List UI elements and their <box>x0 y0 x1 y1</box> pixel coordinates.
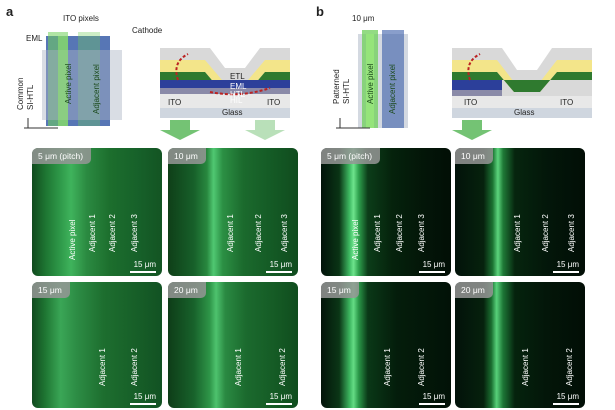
glass-label-b: Glass <box>514 108 535 117</box>
active-pixel-label-a: Active pixel <box>64 63 73 104</box>
patterned-label: Patterned <box>332 69 341 104</box>
micrograph-common-15um: 15 μm Adjacent 1 Adjacent 2 15 μm <box>32 282 162 408</box>
panel-a-top-view-schematic <box>24 32 122 129</box>
label-adjacent-3: Adjacent 3 <box>280 214 289 252</box>
micrograph-patterned-5um: 5 μm (pitch) Active pixel Adjacent 1 Adj… <box>321 148 451 276</box>
label-adjacent-2: Adjacent 2 <box>130 348 139 386</box>
label-active-pixel: Active pixel <box>68 219 77 260</box>
pitch-badge: 10 μm <box>168 148 206 164</box>
pitch-badge: 15 μm <box>321 282 359 298</box>
label-adjacent-1: Adjacent 1 <box>513 214 522 252</box>
scale-bar <box>553 271 579 273</box>
label-adjacent-2: Adjacent 2 <box>395 214 404 252</box>
adjacent-pixel-label-a: Adjacent pixel <box>92 64 101 114</box>
label-adjacent-2: Adjacent 2 <box>278 348 287 386</box>
micrograph-common-20um: 20 μm Adjacent 1 Adjacent 2 15 μm <box>168 282 298 408</box>
scale-bar-label: 15 μm <box>133 392 156 401</box>
panel-a-cross-section <box>160 48 290 140</box>
pitch-badge: 20 μm <box>168 282 206 298</box>
etl-label: ETL <box>230 72 245 81</box>
scale-bar <box>130 403 156 405</box>
cathode-label: Cathode <box>132 26 163 35</box>
label-adjacent-1: Adjacent 1 <box>521 348 530 386</box>
label-adjacent-3: Adjacent 3 <box>130 214 139 252</box>
label-adjacent-3: Adjacent 3 <box>567 214 576 252</box>
scale-bar <box>266 271 292 273</box>
ito-right-label-b: ITO <box>560 98 574 107</box>
hil-label: HIL <box>230 96 243 105</box>
label-adjacent-2: Adjacent 2 <box>541 214 550 252</box>
label-adjacent-1: Adjacent 1 <box>226 214 235 252</box>
si-htl-label-b: SI-HTL <box>342 78 351 104</box>
ito-left-label-b: ITO <box>464 98 478 107</box>
label-adjacent-1: Adjacent 1 <box>234 348 243 386</box>
common-label: Common <box>16 77 25 110</box>
label-adjacent-2: Adjacent 2 <box>254 214 263 252</box>
scale-bar-label: 15 μm <box>556 392 579 401</box>
eml-label: EML <box>26 34 43 43</box>
panel-a-letter: a <box>6 4 14 19</box>
label-adjacent-1: Adjacent 1 <box>98 348 107 386</box>
scale-bar-label: 15 μm <box>422 260 445 269</box>
scale-bar <box>266 403 292 405</box>
width-label-b: 10 μm <box>352 14 375 23</box>
ito-right-label-a: ITO <box>267 98 281 107</box>
micrograph-common-10um: 10 μm Adjacent 1 Adjacent 2 Adjacent 3 1… <box>168 148 298 276</box>
active-pixel-label-b: Active pixel <box>366 63 375 104</box>
pitch-badge: 20 μm <box>455 282 493 298</box>
label-adjacent-2: Adjacent 2 <box>417 348 426 386</box>
micrograph-patterned-15um: 15 μm Adjacent 1 Adjacent 2 15 μm <box>321 282 451 408</box>
scale-bar-label: 15 μm <box>422 392 445 401</box>
micrograph-patterned-20um: 20 μm Adjacent 1 Adjacent 2 15 μm <box>455 282 585 408</box>
label-adjacent-1: Adjacent 1 <box>373 214 382 252</box>
panel-b-letter: b <box>316 4 324 19</box>
pitch-badge: 15 μm <box>32 282 70 298</box>
label-active-pixel: Active pixel <box>351 219 360 260</box>
label-adjacent-2: Adjacent 2 <box>565 348 574 386</box>
panel-b-top-view-schematic <box>336 30 408 129</box>
adjacent-pixel-label-b: Adjacent pixel <box>388 64 397 114</box>
scale-bar <box>130 271 156 273</box>
ito-left-label-a: ITO <box>168 98 182 107</box>
micrograph-common-5um: 5 μm (pitch) Active pixel Adjacent 1 Adj… <box>32 148 162 276</box>
scale-bar-label: 15 μm <box>269 260 292 269</box>
ito-pixels-label: ITO pixels <box>63 14 99 23</box>
scale-bar-label: 15 μm <box>556 260 579 269</box>
label-adjacent-3: Adjacent 3 <box>417 214 426 252</box>
scale-bar <box>553 403 579 405</box>
micrograph-patterned-10um: 10 μm Adjacent 1 Adjacent 2 Adjacent 3 1… <box>455 148 585 276</box>
htl-label: HTL <box>230 90 246 99</box>
pitch-badge: 10 μm <box>455 148 493 164</box>
label-adjacent-1: Adjacent 1 <box>88 214 97 252</box>
eml-cross-label: EML <box>230 82 247 91</box>
label-adjacent-1: Adjacent 1 <box>383 348 392 386</box>
label-adjacent-2: Adjacent 2 <box>108 214 117 252</box>
panel-b-cross-section <box>452 48 592 140</box>
scale-bar-label: 15 μm <box>133 260 156 269</box>
scale-bar <box>419 403 445 405</box>
si-htl-label-a: SI-HTL <box>26 84 35 110</box>
scale-bar <box>419 271 445 273</box>
pitch-badge: 5 μm (pitch) <box>321 148 381 164</box>
pitch-badge: 5 μm (pitch) <box>32 148 92 164</box>
scale-bar-label: 15 μm <box>269 392 292 401</box>
glass-label-a: Glass <box>222 108 243 117</box>
